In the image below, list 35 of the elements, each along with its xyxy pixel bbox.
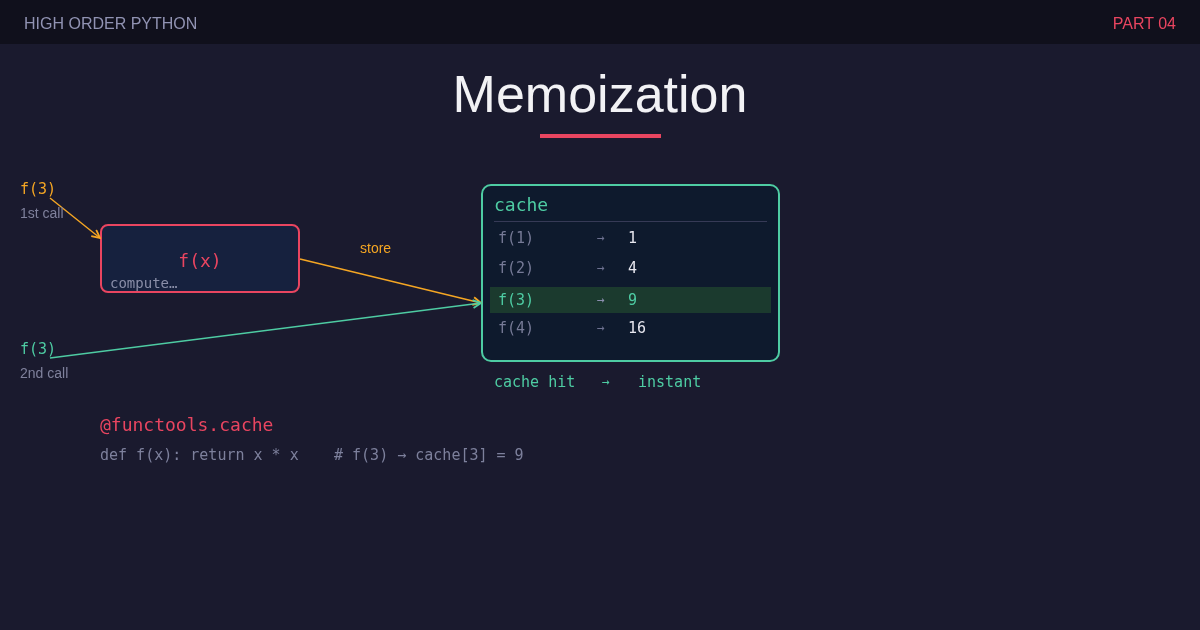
call-label: f(3) (20, 180, 56, 198)
function-box (100, 224, 300, 293)
mapping-arrow: → (597, 319, 605, 337)
highlighted-row (490, 287, 771, 313)
mapping-arrow: → (597, 291, 605, 309)
call-label: f(3) (20, 340, 56, 358)
call-caption: 1st call (20, 204, 64, 222)
cache-heading: cache (494, 194, 549, 216)
arrow (299, 258, 482, 306)
cache-value: 9 (628, 291, 638, 309)
cache-value: 16 (628, 319, 647, 337)
function-name: f(x) (178, 250, 222, 272)
cache-key: f(3) (498, 291, 535, 309)
mapping-arrow: → (597, 229, 605, 247)
caption-text: cache hit (494, 373, 576, 391)
cache-key: f(2) (498, 259, 535, 277)
decorator-code: @functools.cache (100, 414, 274, 436)
cache-key: f(1) (498, 229, 535, 247)
arrow (49, 299, 482, 359)
mapping-arrow: → (597, 259, 605, 277)
cache-value: 1 (628, 229, 638, 247)
code-line: def f(x): return x * x (100, 446, 299, 464)
cache-key: f(4) (498, 319, 535, 337)
part-number: PART 04 (1112, 15, 1176, 33)
cache-value: 4 (628, 259, 638, 277)
code-comment: # f(3) → cache[3] = 9 (334, 446, 524, 464)
caption-text: instant (638, 373, 702, 391)
edge-label: store (358, 240, 394, 256)
cache-panel (481, 184, 780, 362)
status-text: compute… (110, 275, 178, 291)
call-caption: 2nd call (20, 364, 69, 382)
header-title: HIGH ORDER PYTHON (24, 15, 198, 33)
arrow (49, 197, 101, 239)
title: Memoization (452, 66, 748, 122)
mapping-arrow: → (602, 373, 610, 391)
